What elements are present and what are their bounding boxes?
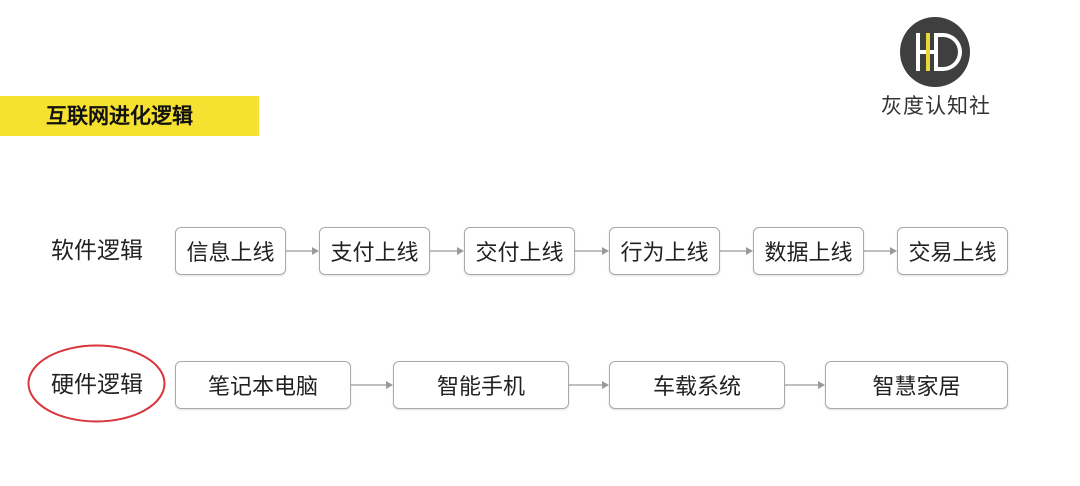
logo-text: 灰度认知社 [881,94,991,118]
software-step-4: 行为上线 [609,227,720,275]
page-title: 互联网进化逻辑 [46,104,193,128]
hd-logo-icon [900,17,970,87]
software-arrow-5 [864,247,897,255]
software-arrow-4 [720,247,753,255]
hardware-step-3: 车载系统 [609,361,785,409]
hardware-step-2: 智能手机 [393,361,569,409]
software-step-6: 交易上线 [897,227,1008,275]
hardware-arrow-3 [785,381,825,389]
software-step-1: 信息上线 [175,227,286,275]
software-step-2: 支付上线 [319,227,430,275]
hardware-step-4: 智慧家居 [825,361,1008,409]
software-step-5: 数据上线 [753,227,864,275]
software-arrow-3 [575,247,609,255]
software-arrow-1 [286,247,319,255]
software-row-label: 软件逻辑 [51,238,143,264]
hardware-step-1: 笔记本电脑 [175,361,351,409]
software-arrow-2 [430,247,464,255]
hardware-arrow-2 [569,381,609,389]
highlight-circle [27,344,166,423]
software-step-3: 交付上线 [464,227,575,275]
title-banner [0,96,259,136]
hardware-row-label: 硬件逻辑 [51,372,143,398]
hardware-arrow-1 [351,381,393,389]
